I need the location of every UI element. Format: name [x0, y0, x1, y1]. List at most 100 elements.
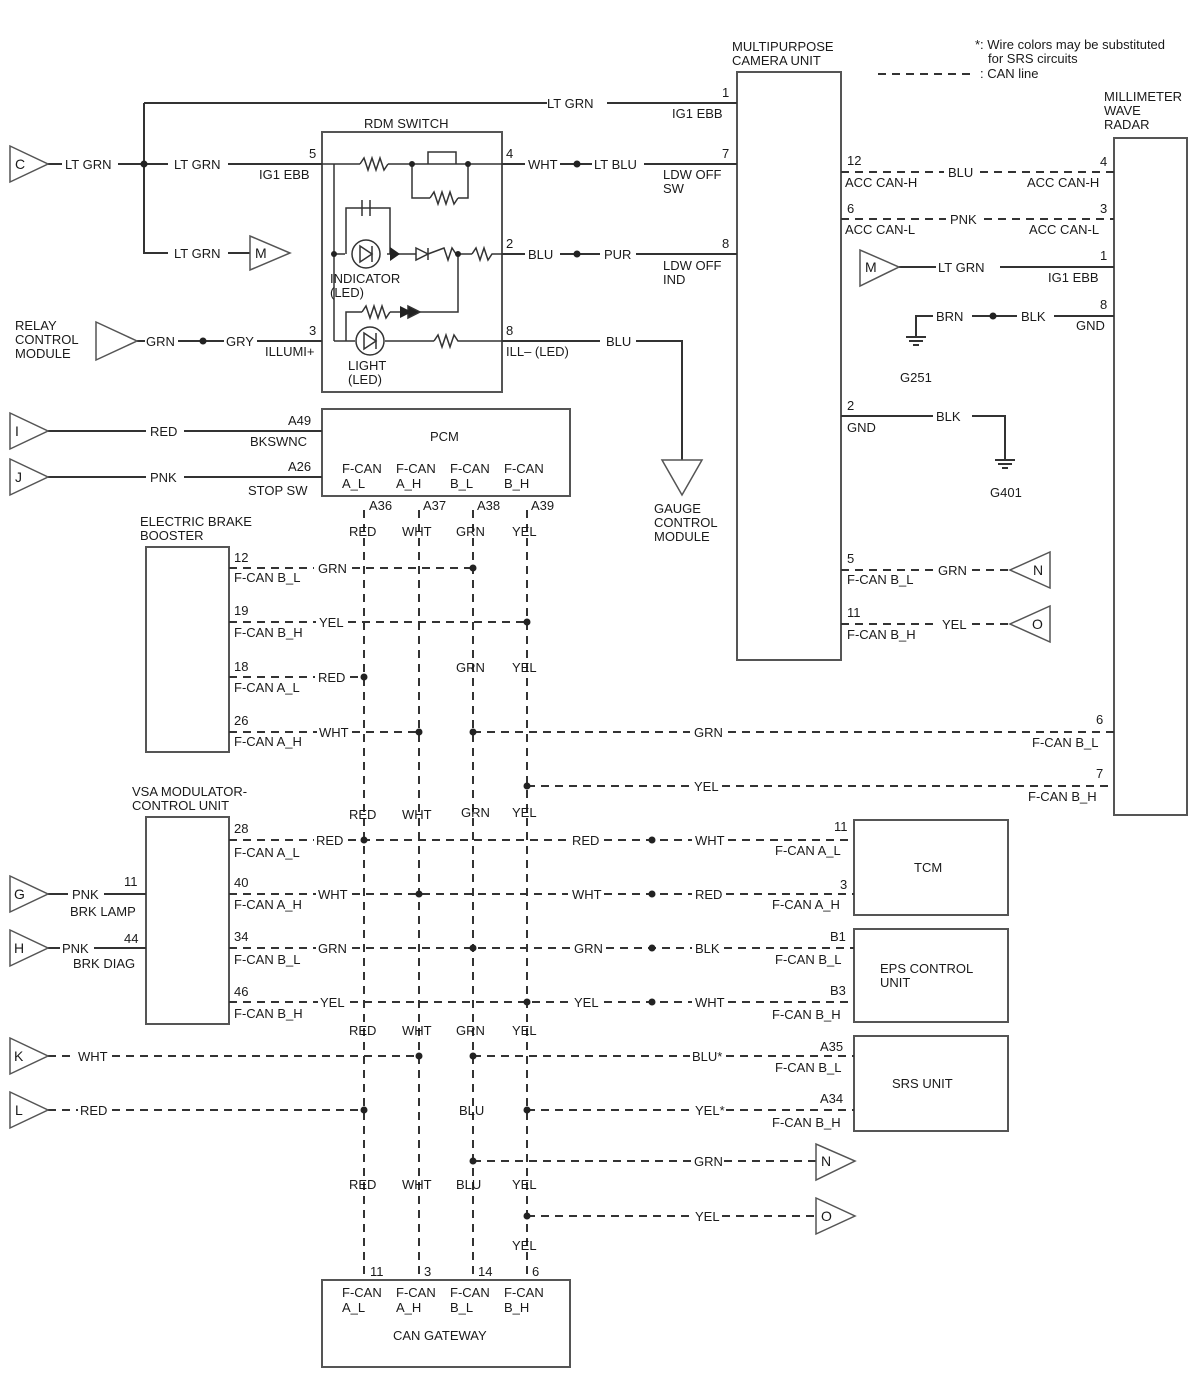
wire-label: 12 [234, 550, 248, 565]
svg-text:B_L: B_L [450, 476, 473, 491]
srs-title: SRS UNIT [892, 1076, 953, 1091]
connector-j: J [9, 457, 50, 497]
wire-label: PNK [72, 887, 99, 902]
wire-label: 28 [234, 821, 248, 836]
wire-label: WHT [78, 1049, 108, 1064]
ebb-title-1: ELECTRIC BRAKE [140, 514, 252, 529]
srs-box [853, 1035, 1009, 1132]
wire-label: IND [663, 272, 685, 287]
indicator-led-label-1: INDICATOR [330, 271, 400, 286]
svg-text:B_H: B_H [504, 476, 529, 491]
wire-label: GRN [574, 941, 603, 956]
svg-text:N: N [1033, 562, 1043, 578]
wire-label: PNK [150, 470, 177, 485]
wire-label: LT BLU [594, 157, 637, 172]
wire-label: F-CAN A_L [775, 843, 841, 858]
wire-label: YEL [512, 1238, 537, 1253]
wire-label: 3 [309, 323, 316, 338]
svg-text:O: O [821, 1208, 832, 1224]
radar-box [1113, 137, 1188, 816]
gateway-pin-labels: F-CAN A_L F-CAN A_H F-CAN B_L F-CAN B_H … [342, 1264, 544, 1315]
svg-text:A37: A37 [423, 498, 446, 513]
wire-label: BKSWNC [250, 434, 307, 449]
wire-label: 6 [847, 201, 854, 216]
wire-label: RED [349, 807, 376, 822]
wire-label: F-CAN B_L [847, 572, 913, 587]
wire-label: WHT [402, 807, 432, 822]
wire-label: BRN [936, 309, 963, 324]
wire-label: F-CAN B_L [775, 952, 841, 967]
svg-text:11: 11 [370, 1264, 384, 1279]
wire-label: BLU* [692, 1049, 722, 1064]
wire-label: 26 [234, 713, 248, 728]
wire-label: F-CAN B_L [234, 570, 300, 585]
wire-label: YEL [319, 615, 344, 630]
wire-label: RED [349, 524, 376, 539]
wire-label: LT GRN [174, 246, 220, 261]
wire-label: 3 [1100, 201, 1107, 216]
wire-label: WHT [572, 887, 602, 902]
svg-text:G: G [14, 886, 25, 902]
wire-label: RED [572, 833, 599, 848]
wire-label: YEL [574, 995, 599, 1010]
wire-label: SW [663, 181, 685, 196]
srs-note-2: for SRS circuits [988, 51, 1078, 66]
connector-c: C [9, 144, 50, 184]
wire-label: BLU [948, 165, 973, 180]
svg-text:F-CAN: F-CAN [450, 461, 490, 476]
wire-label: RED [349, 1177, 376, 1192]
camera-unit-box [736, 71, 842, 661]
radar-title-3: RADAR [1104, 117, 1150, 132]
svg-text:L: L [15, 1102, 23, 1118]
rdm-internal-circuit [322, 151, 502, 356]
gauge-title-2: CONTROL [654, 515, 718, 530]
svg-text:N: N [821, 1153, 831, 1169]
vsa-unit-box [145, 816, 230, 1025]
wire-label: 34 [234, 929, 248, 944]
svg-text:H: H [14, 940, 24, 956]
relay-title-2: CONTROL [15, 332, 79, 347]
wire-label: 7 [722, 146, 729, 161]
connector-k: K [9, 1036, 50, 1076]
wire-label: 18 [234, 659, 248, 674]
wire-label: PUR [604, 247, 631, 262]
svg-text:F-CAN: F-CAN [504, 1285, 544, 1300]
wire-label: WHT [528, 157, 558, 172]
svg-text:A36: A36 [369, 498, 392, 513]
wire-label: A26 [288, 459, 311, 474]
wire-label: LT GRN [174, 157, 220, 172]
wire-label: RED [695, 887, 722, 902]
svg-text:A38: A38 [477, 498, 500, 513]
wire-label: BLU [606, 334, 631, 349]
wire-label: F-CAN A_L [234, 845, 300, 860]
wire-label: IG1 EBB [672, 106, 723, 121]
wire-label: B3 [830, 983, 846, 998]
wire-label: YEL [695, 1209, 720, 1224]
wire-label: YEL [694, 779, 719, 794]
wire-label: RED [316, 833, 343, 848]
wire-label: LT GRN [547, 96, 593, 111]
wire-label: YEL [512, 805, 537, 820]
radar-title-2: WAVE [1104, 103, 1141, 118]
wire-label: LT GRN [938, 260, 984, 275]
wire-label: F-CAN B_H [1028, 789, 1097, 804]
svg-text:A_L: A_L [342, 476, 365, 491]
relay-arrow [95, 320, 139, 362]
wire-label: GRN [938, 563, 967, 578]
wire-label: YEL [512, 1023, 537, 1038]
can-gateway-title: CAN GATEWAY [393, 1328, 487, 1343]
wire-label: F-CAN B_L [234, 952, 300, 967]
svg-text:F-CAN: F-CAN [342, 1285, 382, 1300]
wire-label: PNK [950, 212, 977, 227]
tcm-title: TCM [914, 860, 942, 875]
wire-label: 11 [834, 819, 848, 834]
pcm-pin-labels: F-CAN A_L F-CAN A_H F-CAN B_L F-CAN B_H … [342, 461, 554, 513]
svg-text:B_H: B_H [504, 1300, 529, 1315]
wire-label: ACC CAN-L [1029, 222, 1099, 237]
wire-label: ILLUMI+ [265, 344, 315, 359]
svg-text:G251: G251 [900, 370, 932, 385]
wire-label: 12 [847, 153, 861, 168]
svg-text:O: O [1032, 616, 1043, 632]
wire-label: YEL [512, 660, 537, 675]
wire-label: 1 [722, 85, 729, 100]
